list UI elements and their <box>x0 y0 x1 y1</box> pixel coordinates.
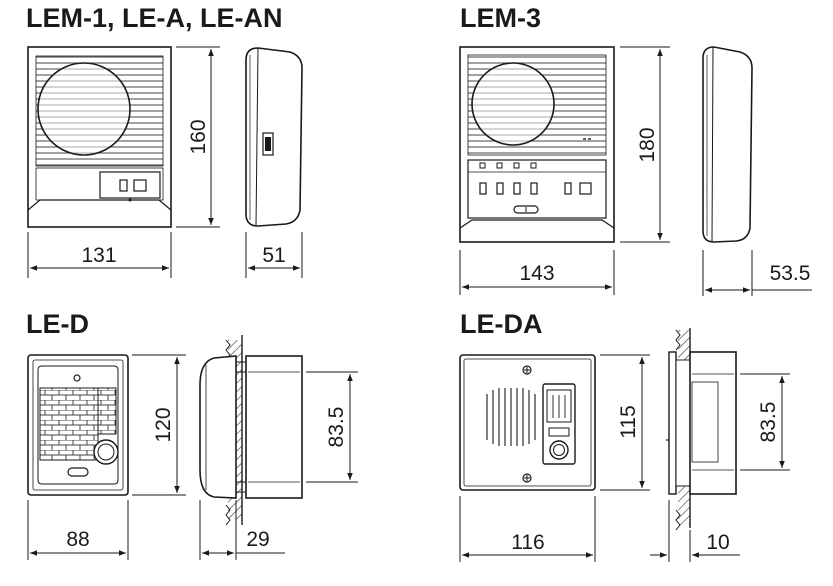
leda-front-view <box>459 354 596 491</box>
led-side-view <box>199 335 303 526</box>
led-depth-label: 29 <box>246 528 269 551</box>
lem1-width-label: 131 <box>81 244 116 267</box>
leda-width-label: 116 <box>511 531 544 554</box>
lem1-front-view <box>27 46 172 228</box>
leda-side-height-label: 83.5 <box>757 402 780 443</box>
led-width-label: 88 <box>66 528 89 551</box>
led-dimensions: 88 120 83.5 29 <box>27 354 358 560</box>
led-height-label: 120 <box>152 407 175 442</box>
leda-dimensions: 116 115 83.5 10 <box>459 354 790 562</box>
title-leda: LE-DA <box>460 309 543 339</box>
leda-depth-label: 10 <box>706 531 729 554</box>
lem3-front-view <box>459 46 615 243</box>
lem3-height-label: 180 <box>636 127 659 162</box>
title-lem3: LEM-3 <box>460 3 541 33</box>
lem1-depth-label: 51 <box>262 244 285 267</box>
led-side-height-label: 83.5 <box>325 407 348 448</box>
lem1-dimensions: 131 160 51 <box>27 46 303 278</box>
title-lem1: LEM-1, LE-A, LE-AN <box>26 3 283 33</box>
leda-height-label: 115 <box>617 405 640 438</box>
lem1-side-view <box>245 47 303 227</box>
lem3-width-label: 143 <box>519 262 554 285</box>
lem3-dimensions: 143 180 53.5 <box>459 46 812 296</box>
lem3-side-view <box>702 46 753 243</box>
title-led: LE-D <box>26 309 89 339</box>
lem3-depth-label: 53.5 <box>770 262 811 285</box>
lem1-height-label: 160 <box>187 119 210 154</box>
led-front-view <box>27 354 129 496</box>
leda-side-view <box>666 328 737 531</box>
